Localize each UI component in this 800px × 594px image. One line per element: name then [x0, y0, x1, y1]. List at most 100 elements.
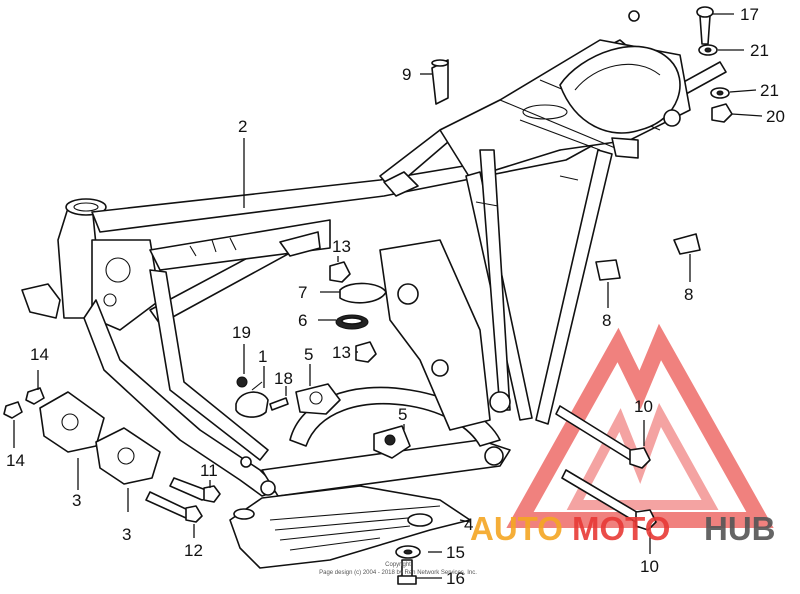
rear-vertical-tube-right	[535, 149, 613, 425]
callout-21-lower: 21	[760, 81, 779, 100]
callout-16: 16	[446, 569, 465, 588]
rear-fender-rib	[574, 63, 661, 91]
callout-5-lower: 5	[398, 405, 407, 424]
callout-8-left: 8	[602, 311, 611, 330]
bolt-12-head	[185, 505, 203, 523]
copyright-line-2: Page design (c) 2004 - 2018 by Ren Netwo…	[319, 570, 477, 576]
callout-8-right: 8	[684, 285, 693, 304]
callout-3-left: 3	[72, 491, 81, 510]
clip-8-right	[673, 233, 701, 255]
steering-head-inner	[73, 202, 99, 212]
front-lower-boss	[240, 456, 252, 468]
callout-21-upper: 21	[750, 41, 769, 60]
top-tube-tab	[383, 171, 419, 197]
rear-top-lug	[628, 10, 640, 22]
steering-lock-bracket	[21, 283, 61, 319]
callout-5-upper: 5	[304, 345, 313, 364]
pivot-boss-rear	[484, 446, 504, 466]
leader-lines	[13, 13, 763, 579]
copyright-notice: Copyright Page design (c) 2004 - 2018 by…	[319, 562, 477, 576]
callout-labels: 1 2 3 3 4 5 5 6 7 8 8 9 10 10 11 12 13 1…	[6, 5, 785, 588]
logo-triangle-inner	[566, 402, 719, 510]
wordmark-hub: HUB	[704, 510, 776, 547]
washer-15-hole	[403, 549, 413, 555]
automotohub-wordmark: AUTO MOTO HUB	[470, 510, 776, 547]
bolt-17-shank	[699, 15, 711, 45]
skid-plate-body	[229, 485, 471, 569]
gusset-hole-top	[105, 257, 131, 283]
cradle-bolt-boss	[260, 480, 276, 496]
motorcycle-frame	[21, 10, 727, 497]
skid-plate-mount	[407, 513, 433, 527]
callout-14-upper: 14	[30, 345, 49, 364]
grommet-6-center	[341, 317, 363, 325]
callout-17: 17	[740, 5, 759, 24]
center-gusset	[149, 219, 331, 271]
frame-tab-rear	[611, 137, 639, 159]
rear-fender-bowl	[559, 45, 681, 134]
clamp-5-upper-hole	[309, 391, 323, 405]
skid-plate	[229, 485, 471, 569]
logo-triangle-outer	[506, 323, 774, 528]
callout-1: 1	[258, 347, 267, 366]
nut-13-lower	[355, 341, 377, 363]
band-1-screw	[251, 381, 263, 391]
washer-21-upper-hole	[704, 47, 712, 53]
nut-14-lower	[3, 401, 23, 419]
callout-6: 6	[298, 311, 307, 330]
clamp-7	[339, 282, 387, 304]
engine-hanger-plate-rear	[95, 427, 161, 485]
skid-plate-ribs	[269, 505, 441, 551]
frame-weld-seams	[189, 175, 579, 257]
clamp-5-lower-hole	[384, 434, 396, 446]
pivot-boss-mid	[431, 359, 449, 377]
engine-hanger-plates	[39, 391, 161, 485]
clip-8-left	[595, 259, 621, 281]
callout-18: 18	[274, 369, 293, 388]
engine-hanger-plate-front	[39, 391, 105, 453]
rear-center-tube	[479, 149, 511, 411]
engine-hanger-hole-rear	[117, 447, 135, 465]
bolt-9-end	[431, 59, 449, 67]
pivot-boss-upper	[397, 283, 419, 305]
bolt-12	[145, 491, 189, 519]
callout-10-lower: 10	[640, 557, 659, 576]
steering-head-tube	[57, 204, 97, 319]
callout-14-lower: 14	[6, 451, 25, 470]
callout-12: 12	[184, 541, 203, 560]
callout-2: 2	[238, 117, 247, 136]
nut-13-upper	[329, 261, 351, 283]
callout-15: 15	[446, 543, 465, 562]
inner-down-tube	[149, 269, 269, 461]
rear-shock-mount	[663, 109, 681, 127]
callout-4: 4	[464, 515, 473, 534]
callout-20: 20	[766, 107, 785, 126]
long-bolt-10-lower-head	[635, 509, 657, 531]
gusset-hole-bottom	[103, 293, 117, 307]
callout-11: 11	[200, 461, 218, 480]
nut-14-upper	[25, 387, 45, 405]
skid-plate-front-mount	[233, 508, 255, 520]
band-1	[235, 391, 269, 418]
rivet-19	[236, 376, 248, 388]
lower-cradle	[261, 439, 511, 497]
callout-13-lower: 13	[332, 343, 351, 362]
callout-19: 19	[232, 323, 251, 342]
bolt-16-head	[397, 575, 417, 585]
top-tube	[91, 61, 727, 233]
callout-13-upper: 13	[332, 237, 351, 256]
automotohub-logo	[506, 323, 774, 528]
callout-9: 9	[402, 65, 411, 84]
frame-tab-left	[279, 231, 321, 257]
nut-20	[711, 103, 733, 123]
callout-10-upper: 10	[634, 397, 653, 416]
hardware	[3, 6, 733, 585]
engine-hanger-hole-front	[61, 413, 79, 431]
long-bolt-10-upper-head	[629, 447, 651, 469]
bolt-17-head	[696, 6, 714, 18]
wordmark-auto: AUTO	[470, 510, 563, 547]
pivot-boss-lower	[489, 391, 511, 413]
washer-21-lower-hole	[716, 90, 724, 96]
